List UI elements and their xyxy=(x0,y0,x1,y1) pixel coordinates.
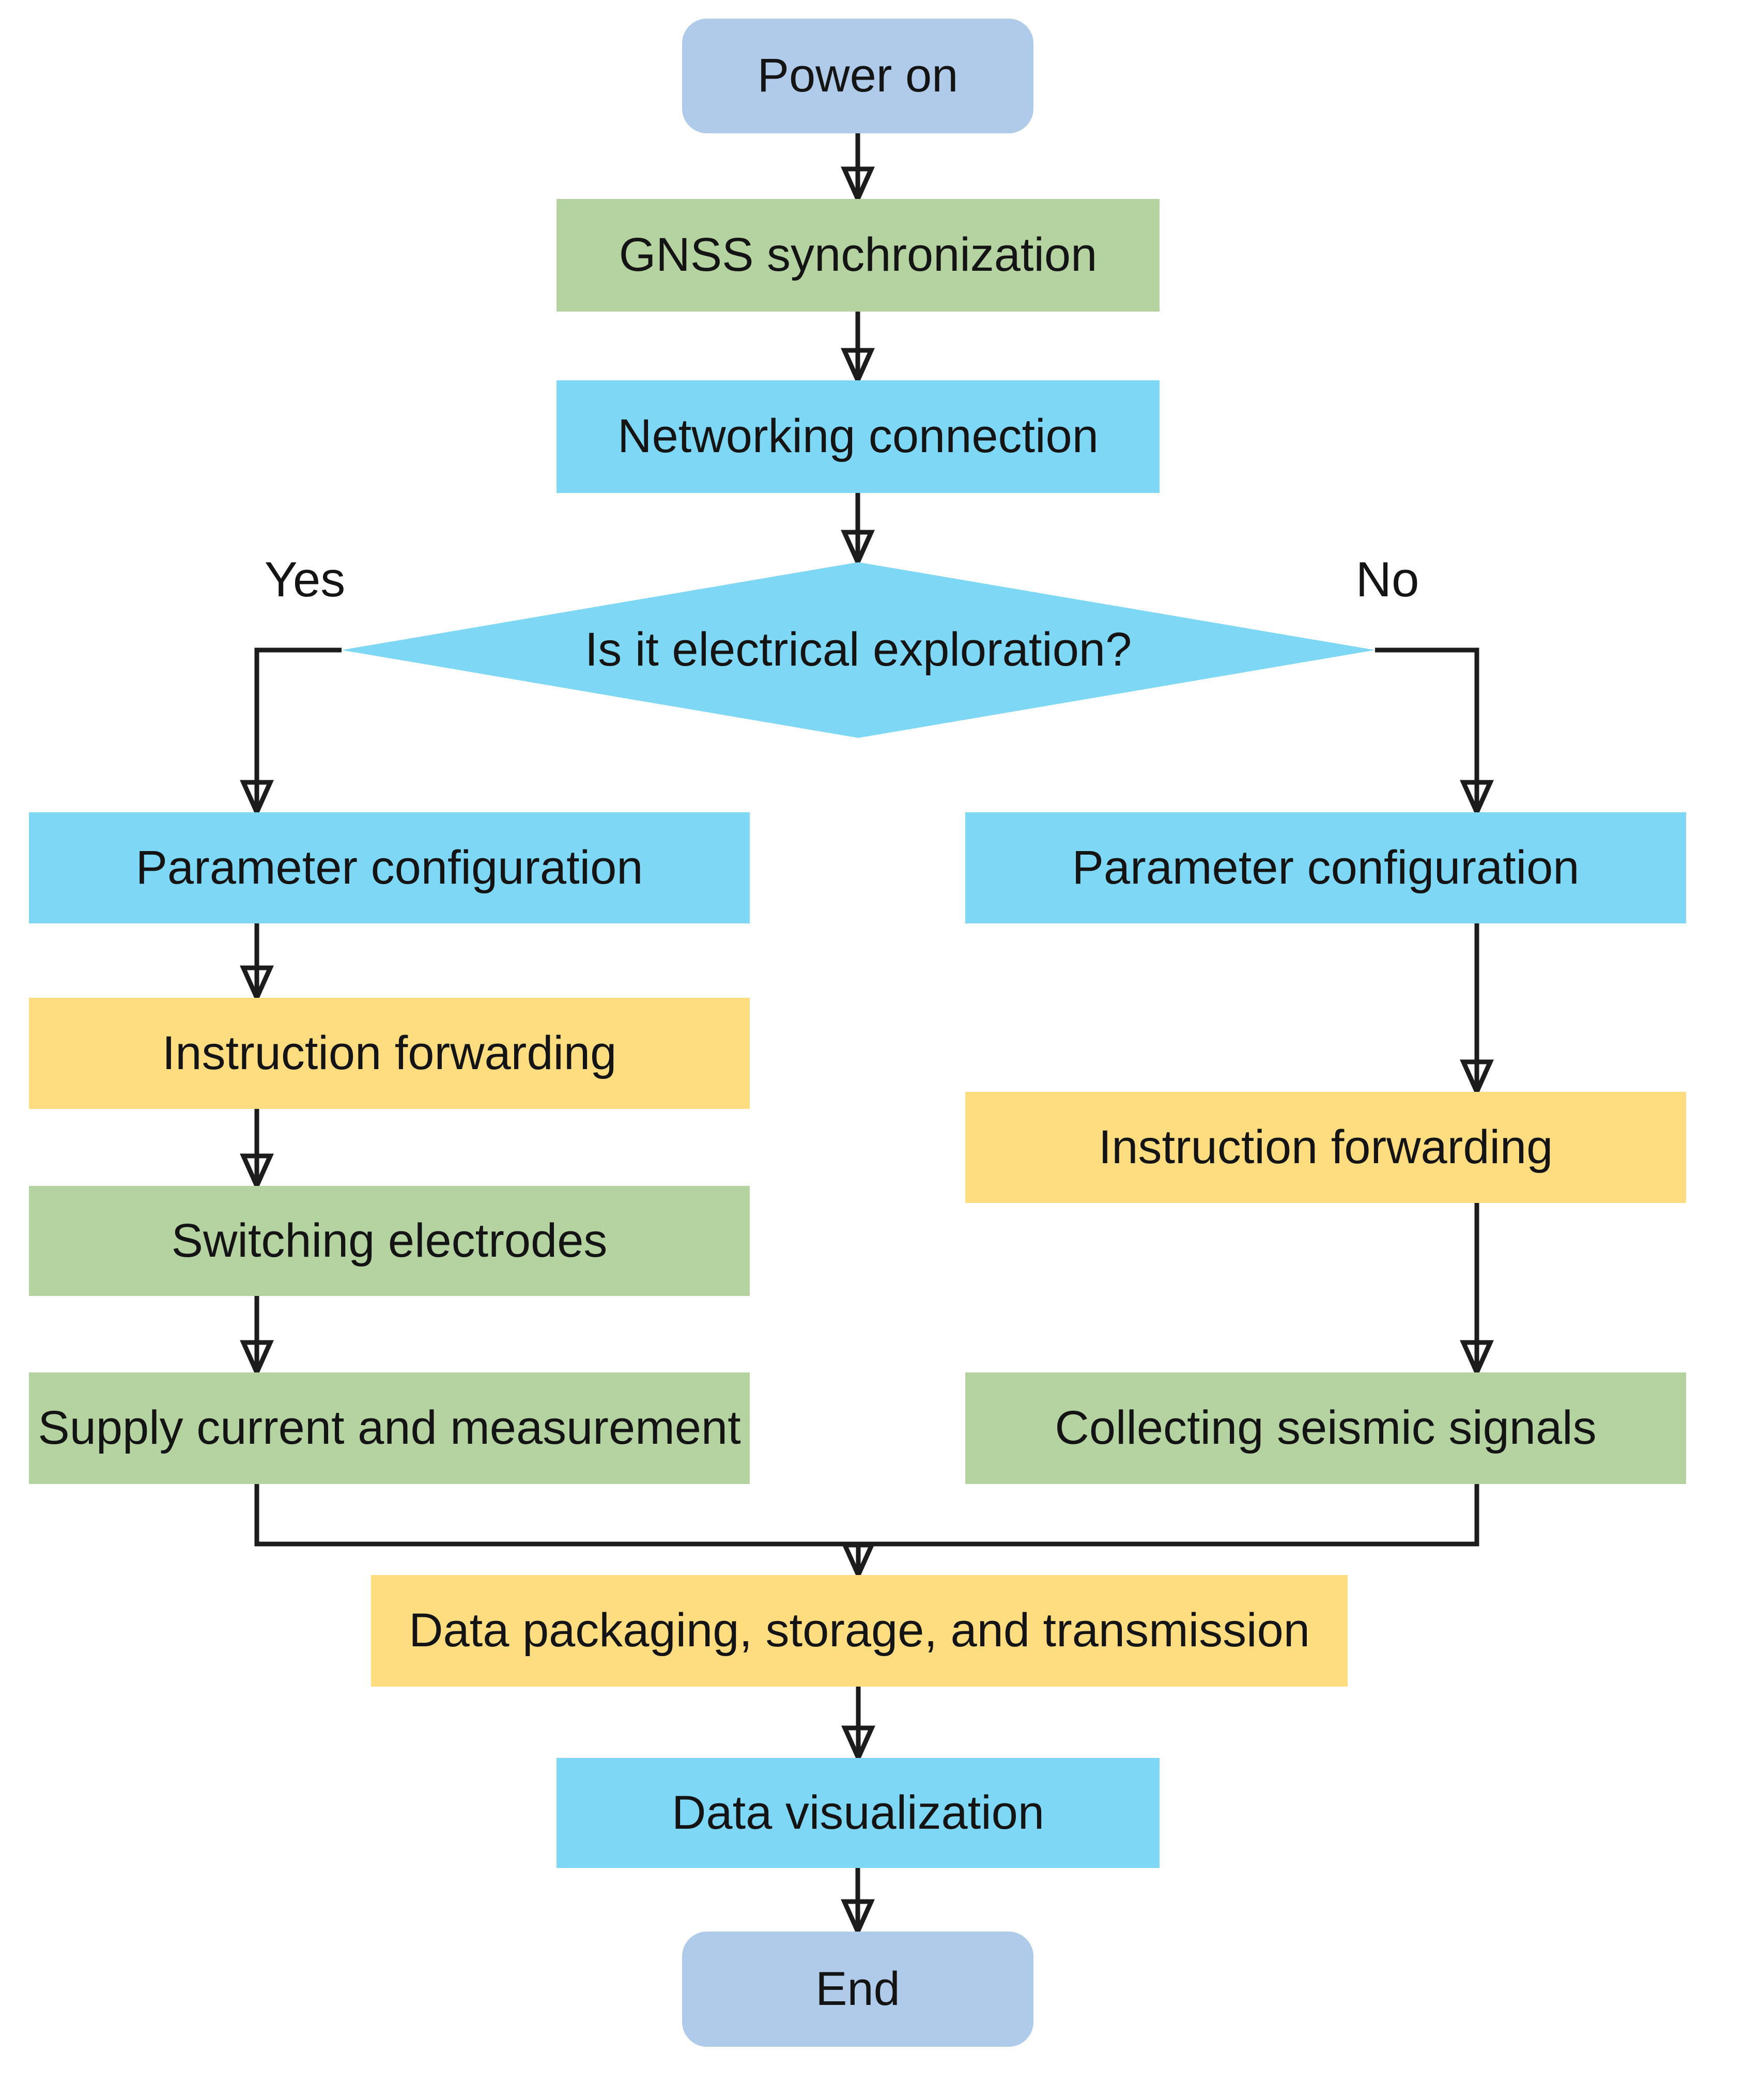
parameter-configuration-right-label: Parameter configuration xyxy=(1072,841,1580,894)
decision-label: Is it electrical exploration? xyxy=(584,623,1132,676)
branch-label-no: No xyxy=(1355,552,1419,607)
edge-decision-yes-to-param-left xyxy=(240,647,342,819)
instruction-forwarding-left-label: Instruction forwarding xyxy=(162,1026,617,1079)
node-instruction-forwarding-right: Instruction forwarding xyxy=(965,1092,1686,1203)
parameter-configuration-left-label: Parameter configuration xyxy=(135,841,643,894)
data-packaging-label: Data packaging, storage, and transmissio… xyxy=(409,1604,1310,1657)
node-parameter-configuration-left: Parameter configuration xyxy=(29,812,750,923)
edge-merge-connector xyxy=(254,1484,1479,1547)
switching-electrodes-label: Switching electrodes xyxy=(171,1214,608,1267)
data-visualization-label: Data visualization xyxy=(671,1786,1045,1839)
collecting-seismic-signals-label: Collecting seismic signals xyxy=(1055,1401,1597,1455)
gnss-synchronization-label: GNSS synchronization xyxy=(619,228,1098,282)
node-switching-electrodes: Switching electrodes xyxy=(29,1186,750,1296)
power-on-label: Power on xyxy=(757,49,959,102)
end-label: End xyxy=(815,1962,900,2015)
node-data-packaging-storage-transmission: Data packaging, storage, and transmissio… xyxy=(371,1575,1348,1687)
node-instruction-forwarding-left: Instruction forwarding xyxy=(29,998,750,1109)
instruction-forwarding-right-label: Instruction forwarding xyxy=(1098,1120,1553,1173)
node-parameter-configuration-right: Parameter configuration xyxy=(965,812,1686,923)
node-supply-current-and-measurement: Supply current and measurement xyxy=(29,1372,750,1484)
branch-label-yes: Yes xyxy=(264,552,346,607)
networking-connection-label: Networking connection xyxy=(617,410,1099,463)
node-power-on: Power on xyxy=(682,19,1033,133)
supply-current-and-measurement-label: Supply current and measurement xyxy=(38,1401,741,1455)
node-collecting-seismic-signals: Collecting seismic signals xyxy=(965,1372,1686,1484)
node-data-visualization: Data visualization xyxy=(557,1758,1160,1868)
node-gnss-synchronization: GNSS synchronization xyxy=(557,199,1160,312)
edge-decision-no-to-param-right xyxy=(1375,647,1494,819)
node-networking-connection: Networking connection xyxy=(557,380,1160,493)
node-end: End xyxy=(682,1932,1033,2047)
